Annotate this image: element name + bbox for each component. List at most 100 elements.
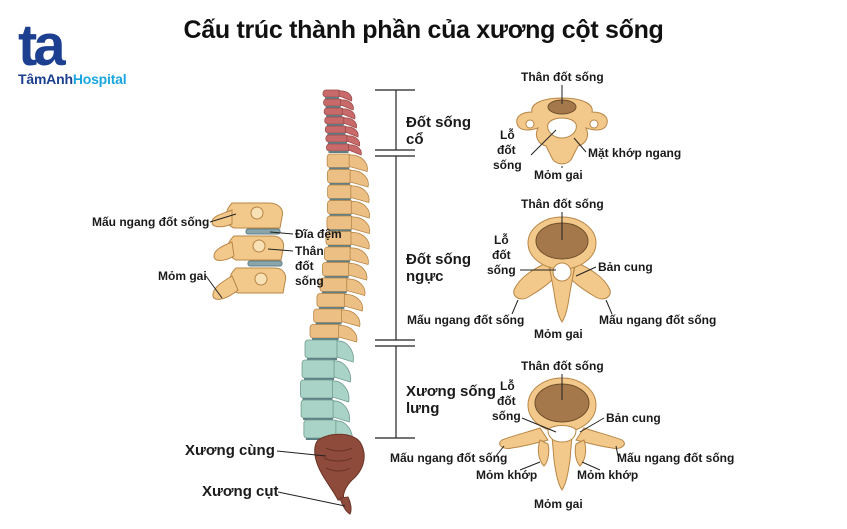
sacrum-leader	[276, 450, 327, 457]
brand-name-hospital: Hospital	[72, 71, 127, 87]
lumbar-transverse-left-leader	[495, 445, 505, 457]
thoracic-vertebrae	[309, 153, 371, 343]
thoracic-vertebra	[309, 324, 358, 343]
lumbar-vertebra	[301, 359, 351, 383]
cervical-vertebra	[326, 143, 362, 156]
cervical-vertebrae	[322, 89, 362, 156]
svg-text:sống: sống	[295, 274, 324, 288]
lumbar-articular-left-leader	[519, 461, 541, 471]
thoracic-body-label: Thân đốt sống	[521, 197, 604, 211]
thoracic-vertebra	[326, 153, 368, 172]
lumbar-vertebra-illustration	[499, 377, 625, 491]
cervical-vertebra	[324, 125, 359, 138]
lumbar-transverse-right-label: Mấu ngang đốt sống	[617, 451, 734, 465]
lumbar-lamina-label: Bản cung	[606, 411, 661, 425]
cervical-vertebra	[323, 107, 356, 120]
svg-text:Đốt sống: Đốt sống	[406, 251, 471, 268]
sacrum-shape	[314, 433, 365, 501]
side-body-label: Thân đốt sống	[295, 244, 324, 288]
svg-text:Thân: Thân	[295, 244, 324, 258]
svg-text:đốt: đốt	[492, 248, 511, 262]
svg-text:đốt: đốt	[497, 143, 516, 157]
brand-name: TâmAnhHospital	[18, 71, 127, 87]
brand-logo: ta TâmAnhHospital	[18, 18, 158, 88]
lumbar-articular-left-label: Mỏm khớp	[476, 468, 537, 482]
lumbar-foramen-leader	[521, 417, 557, 433]
thoracic-vertebra	[327, 200, 370, 219]
region-braces	[375, 89, 415, 439]
coccyx-leader	[277, 491, 346, 507]
region-label-lumbar: Xương sống lưng	[406, 383, 496, 417]
svg-text:ngực: ngực	[406, 268, 444, 285]
thoracic-vertebra	[313, 308, 361, 327]
side-spinous-leader	[205, 275, 223, 299]
page-title: Cấu trúc thành phần của xương cột sống	[183, 16, 664, 44]
lumbar-articular-right-leader	[581, 461, 601, 471]
thoracic-vertebra	[327, 169, 369, 188]
region-label-cervical: Đốt sống cổ	[406, 114, 471, 148]
region-label-thoracic: Đốt sống ngực	[406, 251, 471, 285]
svg-text:Lỗ: Lỗ	[494, 232, 509, 247]
thoracic-vertebra	[327, 184, 370, 203]
thoracic-vertebra	[326, 215, 371, 234]
svg-text:lưng: lưng	[406, 400, 439, 417]
cervical-foramen-leader	[530, 129, 557, 156]
svg-text:sống: sống	[493, 158, 522, 172]
thoracic-vertebra	[322, 262, 368, 281]
side-disc-leader	[269, 231, 294, 235]
thoracic-transverse-left-label: Mấu ngang đốt sống	[407, 313, 524, 327]
thoracic-vertebra	[324, 246, 369, 265]
svg-text:Xương sống: Xương sống	[406, 383, 496, 400]
thoracic-transverse-right-leader	[605, 299, 613, 315]
cervical-facet-label: Mặt khớp ngang	[588, 146, 681, 160]
cervical-facet-leader	[573, 137, 587, 153]
thoracic-vertebra	[316, 293, 364, 312]
spine-column	[300, 89, 371, 515]
lumbar-transverse-left-label: Mấu ngang đốt sống	[390, 451, 507, 465]
side-body-leader	[267, 248, 294, 252]
coccyx-shape	[339, 496, 352, 515]
svg-text:Lỗ: Lỗ	[500, 127, 515, 142]
thoracic-lamina-leader	[575, 266, 597, 277]
lumbar-lamina-leader	[579, 417, 605, 433]
cervical-spinous-label: Mỏm gai	[534, 168, 583, 182]
lumbar-vertebra	[300, 379, 350, 403]
coccyx-label: Xương cụt	[202, 483, 279, 500]
thoracic-vertebra	[319, 277, 366, 296]
side-transverse-leader	[209, 213, 237, 223]
thoracic-lamina-label: Bản cung	[598, 260, 653, 274]
svg-text:đốt: đốt	[497, 394, 516, 408]
thoracic-foramen-label: Lỗ đốt sống	[487, 232, 516, 277]
thoracic-transverse-right-label: Mấu ngang đốt sống	[599, 313, 716, 327]
cervical-vertebra-illustration	[516, 97, 608, 165]
lumbar-foramen-label: Lỗ đốt sống	[492, 378, 521, 423]
cervical-vertebra	[325, 134, 361, 147]
lumbar-vertebrae	[300, 339, 354, 443]
thoracic-spinous-label: Mỏm gai	[534, 327, 583, 341]
cervical-vertebra	[322, 89, 353, 102]
side-transverse-label: Mấu ngang đốt sống	[92, 215, 209, 229]
lumbar-spinous-label: Mỏm gai	[534, 497, 583, 511]
side-spinous-label: Mỏm gai	[158, 269, 207, 283]
cervical-body-label: Thân đốt sống	[521, 70, 604, 84]
lumbar-transverse-right-leader	[615, 445, 619, 457]
sacrum-label: Xương cùng	[185, 442, 275, 459]
side-view-vertebrae	[211, 202, 287, 300]
brand-name-main: TâmAnh	[18, 71, 73, 87]
svg-text:cổ: cổ	[406, 131, 424, 148]
thoracic-vertebra	[325, 231, 370, 250]
svg-text:sống: sống	[487, 263, 516, 277]
cervical-foramen-label: Lỗ đốt sống	[493, 127, 522, 172]
cervical-vertebra	[324, 116, 357, 129]
lumbar-vertebra	[300, 399, 350, 423]
thoracic-vertebra-illustration	[513, 216, 611, 323]
brand-mark-icon: ta	[18, 18, 70, 73]
svg-text:sống: sống	[492, 409, 521, 423]
lumbar-vertebra	[304, 339, 354, 363]
svg-text:Đốt sống: Đốt sống	[406, 114, 471, 131]
svg-text:Lỗ: Lỗ	[500, 378, 515, 393]
lumbar-articular-right-label: Mỏm khớp	[577, 468, 638, 482]
thoracic-transverse-left-leader	[511, 299, 519, 315]
svg-text:đốt: đốt	[295, 259, 314, 273]
